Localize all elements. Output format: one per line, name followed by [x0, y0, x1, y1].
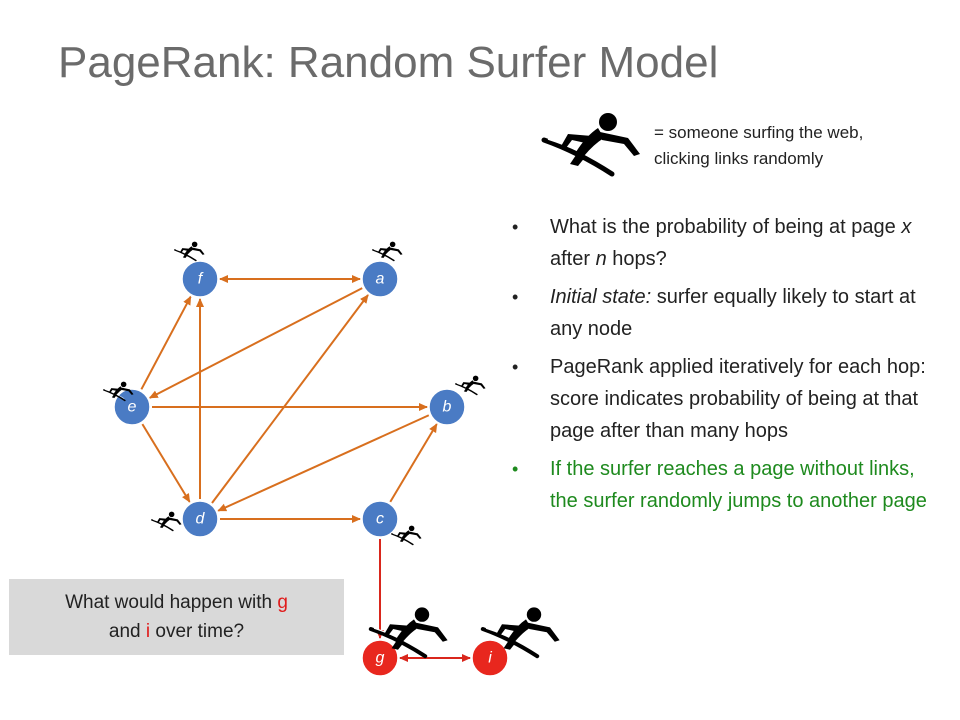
surfer-icon	[372, 240, 404, 262]
node-label: a	[376, 271, 385, 288]
bullet-item: • Initial state: surfer equally likely to…	[510, 281, 930, 345]
node-circle	[181, 500, 219, 538]
bullet-item: • PageRank applied iteratively for each h…	[510, 351, 930, 447]
node-d: d	[181, 500, 219, 538]
surfer-icon	[391, 524, 423, 546]
node-i: i	[471, 639, 509, 677]
node-label: g	[376, 650, 385, 667]
bullet-text: What is the probability of being at page	[550, 216, 902, 238]
surfer-icon	[151, 510, 183, 532]
edges-layer	[140, 275, 471, 662]
edge-e-f	[140, 295, 192, 390]
node-circle	[181, 260, 219, 298]
node-b: b	[428, 388, 466, 426]
legend-line-1: = someone surfing the web,	[654, 123, 864, 142]
bullet-text: surfer equally likely to start at any no…	[550, 286, 916, 340]
bullet-dot-icon: •	[512, 287, 519, 307]
question-text-2: and	[108, 621, 146, 642]
bullet-text: after	[550, 248, 596, 270]
node-circle	[428, 388, 466, 426]
node-c: c	[361, 500, 399, 538]
legend-line-2: clicking links randomly	[654, 149, 824, 168]
node-label: e	[128, 399, 137, 416]
bullet-text: x	[901, 216, 912, 238]
bullet-item: • If the surfer reaches a page without li…	[510, 453, 930, 517]
nodes-layer: f a e b d c g i	[113, 260, 509, 677]
bullet-text: If the surfer reaches a page without lin…	[550, 458, 927, 512]
bullet-dot-icon: •	[512, 357, 519, 377]
question-box: What would happen with g and i over time…	[9, 579, 344, 655]
node-g: g	[361, 639, 399, 677]
node-label: f	[198, 271, 204, 288]
bullet-text: PageRank applied iteratively for each ho…	[550, 356, 926, 442]
bullet-item: • What is the probability of being at pag…	[510, 211, 930, 275]
legend-text: = someone surfing the web, clicking link…	[654, 120, 863, 172]
node-label: c	[376, 511, 384, 528]
node-circle	[361, 500, 399, 538]
question-i: i	[145, 621, 151, 642]
question-text-3: over time?	[150, 621, 245, 642]
edge-b-d	[217, 414, 430, 512]
edge-a-e	[148, 287, 363, 399]
bullet-text: Initial state:	[550, 286, 652, 308]
node-label: b	[443, 399, 452, 416]
page-title: PageRank: Random Surfer Model	[58, 38, 719, 87]
surfer-icon	[174, 240, 206, 262]
bullet-list: • What is the probability of being at pag…	[510, 211, 930, 523]
bullet-dot-icon: •	[512, 217, 519, 237]
edge-d-a	[211, 294, 369, 504]
bullet-dot-icon: •	[512, 459, 519, 479]
node-label: i	[488, 650, 492, 667]
node-a: a	[361, 260, 399, 298]
question-text-1: What would happen with	[65, 592, 278, 613]
node-circle	[361, 639, 399, 677]
node-f: f	[181, 260, 219, 298]
edge-c-b	[389, 423, 438, 503]
node-label: d	[196, 511, 206, 528]
bullet-text: n	[595, 248, 607, 270]
node-circle	[361, 260, 399, 298]
bullet-text: hops?	[606, 248, 667, 270]
node-circle	[471, 639, 509, 677]
question-g: g	[277, 592, 288, 613]
edge-e-d	[141, 423, 191, 503]
surfer-icon	[455, 374, 487, 396]
